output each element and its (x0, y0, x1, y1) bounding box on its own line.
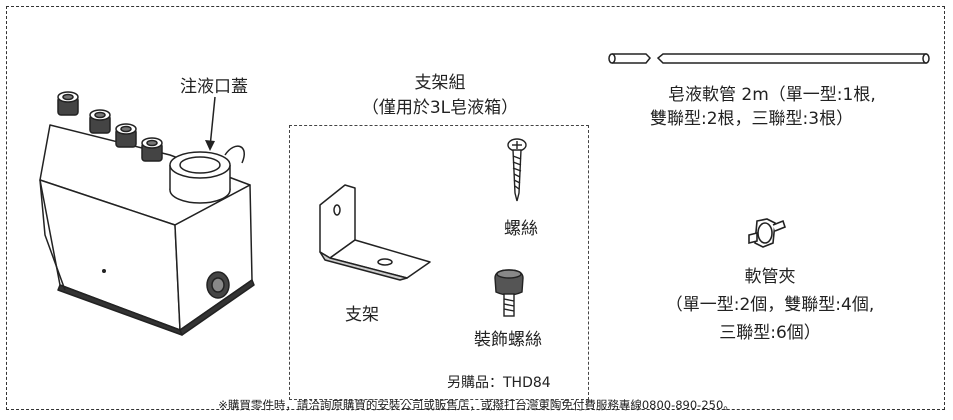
bracket-label: 支架 (345, 305, 379, 325)
bracket-set-box (289, 125, 589, 400)
knob-2 (89, 109, 111, 134)
hose-text-line1: 皂液軟管 2m（單一型:1根, (668, 85, 876, 105)
hose-text-line2: 雙聯型:2根，三聯型:3根） (650, 109, 854, 129)
hose-illustration (608, 53, 930, 64)
hose-clamp-illustration (748, 218, 786, 248)
clamp-text-line1: 軟管夾 (744, 267, 796, 287)
clamp-text-line3: 三聯型:6個） (719, 323, 821, 343)
fill-cap (169, 145, 245, 204)
knob-3 (115, 123, 137, 148)
screw-illustration (507, 138, 527, 202)
decorative-screw-label: 裝飾螺絲 (474, 330, 542, 350)
screw-label: 螺絲 (504, 219, 538, 239)
fill-cap-label: 注液口蓋 (180, 77, 248, 97)
knob-4 (141, 137, 163, 162)
outer-dashed-frame (6, 6, 945, 410)
footer-note: ※購買零件時，請洽詢原購買的安裝公司或販售店，或撥打台灣東陶免付費服務專線080… (218, 398, 735, 412)
bracket-set-subtitle: （僅用於3L皂液箱） (361, 98, 519, 118)
sold-separately-note: 另購品：THD84 (447, 375, 551, 391)
clamp-text-line2: （單一型:2個，雙聯型:4個, (665, 295, 875, 315)
knob-1 (57, 91, 79, 116)
bracket-set-title: 支架組 (414, 73, 466, 93)
side-knob (206, 271, 230, 299)
bracket-illustration (319, 184, 431, 281)
soap-tank-illustration (39, 91, 255, 336)
decorative-screw-illustration (494, 269, 524, 317)
